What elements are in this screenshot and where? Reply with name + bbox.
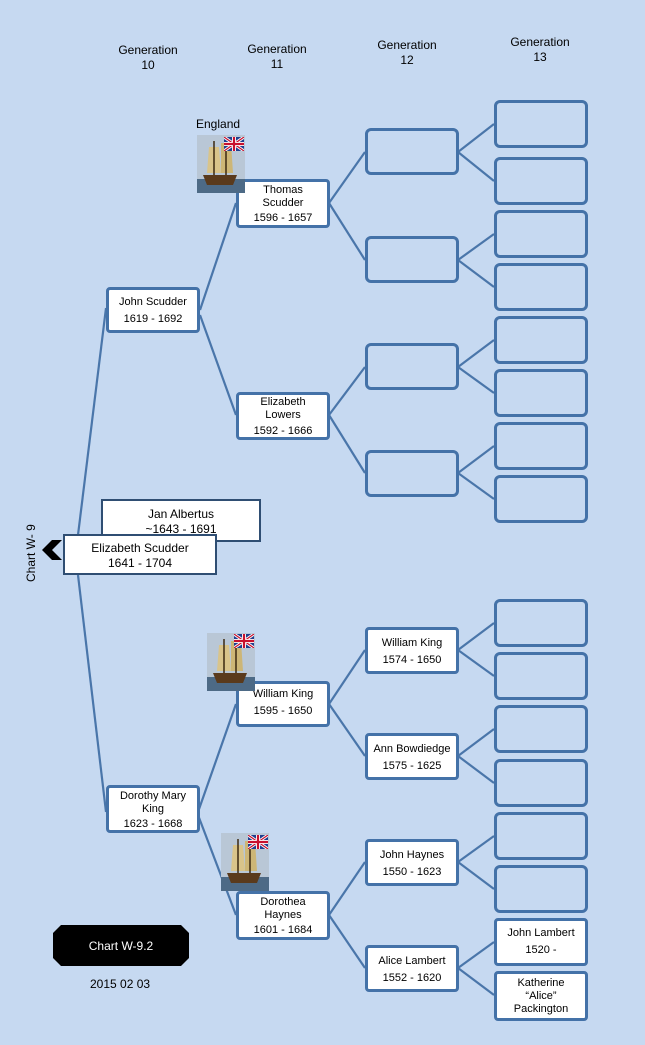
person-name: William King	[381, 637, 443, 649]
person-years: 1619 - 1692	[123, 313, 183, 325]
person-box-dorothy-mary-king[interactable]: Dorothy Mary King 1623 - 1668	[106, 785, 200, 833]
person-box-john-haynes[interactable]: John Haynes 1550 - 1623	[365, 839, 459, 886]
person-box-empty[interactable]	[365, 128, 459, 175]
person-box-empty[interactable]	[494, 865, 588, 913]
chevron-left-icon[interactable]	[40, 539, 64, 561]
person-years: 1592 - 1666	[253, 425, 313, 437]
person-box-thomas-scudder[interactable]: Thomas Scudder 1596 - 1657	[236, 179, 330, 228]
person-years: 1575 - 1625	[382, 760, 442, 772]
person-name: John Scudder	[119, 296, 187, 308]
generation-number: 13	[533, 50, 547, 64]
person-years: 1552 - 1620	[382, 972, 442, 984]
chart-side-label: Chart W- 9	[24, 524, 38, 582]
person-box-katherine-packington[interactable]: Katherine “Alice” Packington	[494, 971, 588, 1021]
generation-13-header: Generation 13	[495, 35, 585, 65]
origin-label: England	[196, 117, 241, 131]
person-name: Dorothea Haynes	[260, 896, 306, 921]
ship-icon	[221, 833, 269, 891]
spouse-years: ~1643 - 1691	[145, 522, 217, 536]
person-box-empty[interactable]	[494, 812, 588, 860]
person-years: 1520 -	[525, 944, 557, 956]
union-jack-flag-icon	[248, 835, 268, 849]
person-years: 1623 - 1668	[123, 818, 183, 830]
union-jack-flag-icon	[224, 137, 244, 151]
person-name: Elizabeth Lowers	[260, 396, 306, 421]
spouse-name: Jan Albertus	[147, 507, 215, 521]
person-box-empty[interactable]	[494, 369, 588, 417]
person-box-empty[interactable]	[494, 759, 588, 807]
generation-12-header: Generation 12	[362, 38, 452, 68]
root-years: 1641 - 1704	[107, 556, 173, 570]
person-box-empty[interactable]	[365, 236, 459, 283]
chart-date: 2015 02 03	[90, 977, 151, 991]
generation-number: 11	[270, 57, 284, 71]
person-name: Katherine “Alice” Packington	[513, 977, 569, 1015]
person-box-empty[interactable]	[494, 652, 588, 700]
person-box-alice-lambert[interactable]: Alice Lambert 1552 - 1620	[365, 945, 459, 992]
person-name: Thomas Scudder	[262, 184, 304, 209]
person-name: Dorothy Mary King	[119, 790, 187, 815]
person-box-empty[interactable]	[494, 422, 588, 470]
root-name: Elizabeth Scudder	[91, 541, 189, 555]
root-person-box[interactable]: Elizabeth Scudder 1641 - 1704	[63, 534, 217, 575]
person-years: 1574 - 1650	[382, 654, 442, 666]
person-years: 1601 - 1684	[253, 924, 313, 936]
person-box-john-scudder[interactable]: John Scudder 1619 - 1692	[106, 287, 200, 333]
person-box-ann-bowdiedge[interactable]: Ann Bowdiedge 1575 - 1625	[365, 733, 459, 780]
person-box-william-king-1574[interactable]: William King 1574 - 1650	[365, 627, 459, 674]
person-box-empty[interactable]	[494, 705, 588, 753]
person-box-elizabeth-lowers[interactable]: Elizabeth Lowers 1592 - 1666	[236, 392, 330, 440]
generation-number: 12	[400, 53, 414, 67]
person-box-empty[interactable]	[494, 157, 588, 205]
person-name: John Haynes	[379, 849, 445, 861]
generation-label: Generation	[247, 42, 307, 56]
person-box-empty[interactable]	[494, 316, 588, 364]
generation-10-header: Generation 10	[103, 43, 193, 73]
person-box-dorothea-haynes[interactable]: Dorothea Haynes 1601 - 1684	[236, 891, 330, 940]
person-years: 1596 - 1657	[253, 212, 313, 224]
person-name: John Lambert	[507, 927, 575, 939]
person-name: Alice Lambert	[378, 955, 446, 967]
person-box-empty[interactable]	[494, 210, 588, 258]
chart-badge: Chart W-9.2	[53, 925, 189, 966]
generation-label: Generation	[510, 35, 570, 49]
generation-label: Generation	[377, 38, 437, 52]
person-box-empty[interactable]	[365, 450, 459, 497]
person-name: William King	[252, 688, 314, 700]
generation-11-header: Generation 11	[232, 42, 322, 72]
person-box-john-lambert[interactable]: John Lambert 1520 -	[494, 918, 588, 966]
person-box-empty[interactable]	[494, 100, 588, 148]
person-years: 1595 - 1650	[253, 705, 313, 717]
ship-icon	[207, 633, 255, 691]
person-box-empty[interactable]	[494, 599, 588, 647]
union-jack-flag-icon	[234, 634, 254, 648]
generation-number: 10	[141, 58, 155, 72]
person-years: 1550 - 1623	[382, 866, 442, 878]
person-box-empty[interactable]	[365, 343, 459, 390]
person-box-empty[interactable]	[494, 475, 588, 523]
person-name: Ann Bowdiedge	[373, 743, 451, 755]
generation-label: Generation	[118, 43, 178, 57]
person-box-empty[interactable]	[494, 263, 588, 311]
